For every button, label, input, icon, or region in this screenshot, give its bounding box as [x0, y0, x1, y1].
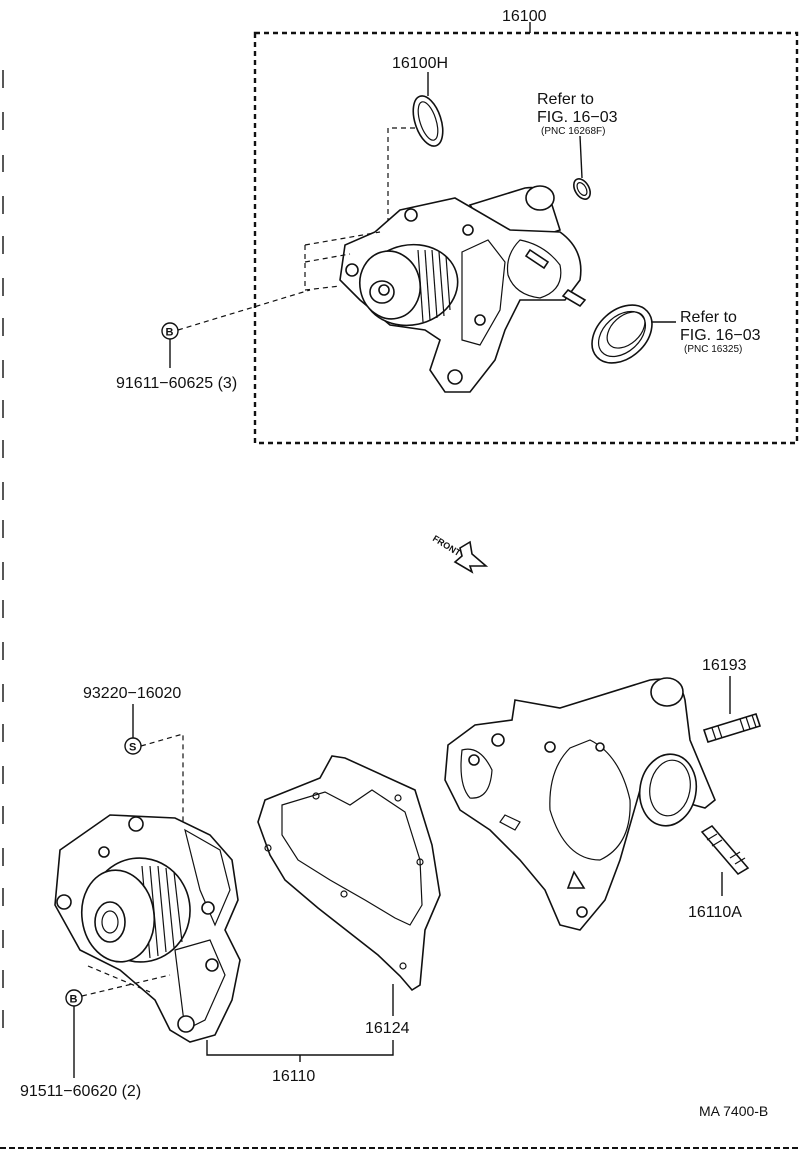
label-16100: 16100 [502, 8, 547, 25]
oring-16100h [412, 95, 444, 147]
gasket-16124: 16124 [257, 755, 441, 1037]
refer2-line2: FIG. 16−03 [680, 327, 761, 344]
refer1-pnc: (PNC 16268F) [541, 126, 605, 137]
bracket-16110: 16110 [206, 1040, 394, 1085]
drawing-id: MA 7400-B [699, 1103, 768, 1119]
assembly-16100-box [253, 31, 799, 445]
label-91511-60620: 91511−60620 (2) [20, 1083, 141, 1100]
plug-93220: 93220−16020 S [83, 685, 184, 840]
oil-seal [591, 304, 653, 364]
bolt-symbol-b-bottom: B [70, 994, 78, 1006]
label-91611-60625: 91611−60625 (3) [116, 375, 237, 392]
refer2-pnc: (PNC 16325) [684, 344, 742, 355]
refer1-line2: FIG. 16−03 [537, 109, 618, 126]
refer1-line1: Refer to [537, 91, 594, 108]
label-16100h: 16100H [392, 55, 448, 72]
refer2-line1: Refer to [680, 309, 737, 326]
label-16124: 16124 [365, 1020, 410, 1037]
small-oring [573, 178, 591, 200]
front-arrow: FRONT [431, 533, 489, 574]
stud-16110a: 16110A [688, 824, 750, 921]
water-pump-assembly-top [339, 185, 587, 393]
plug-symbol-s: S [129, 742, 136, 754]
water-pump-body-lower [54, 814, 241, 1043]
label-16193: 16193 [702, 657, 747, 674]
stud-16193: 16193 [702, 657, 762, 743]
label-16110a: 16110A [688, 904, 742, 921]
assembly-16100-group: 16100 16100H Refer to FIG. 16−03 (PNC 16… [177, 8, 799, 445]
bolt-91611: B 91611−60625 (3) [116, 322, 237, 392]
water-inlet-housing [444, 677, 716, 931]
bolt-symbol-b-top: B [166, 327, 174, 339]
front-label: FRONT [431, 533, 463, 558]
label-93220-16020: 93220−16020 [83, 685, 181, 702]
label-16110: 16110 [272, 1068, 315, 1085]
bolt-91511: B 91511−60620 (2) [20, 965, 171, 1100]
